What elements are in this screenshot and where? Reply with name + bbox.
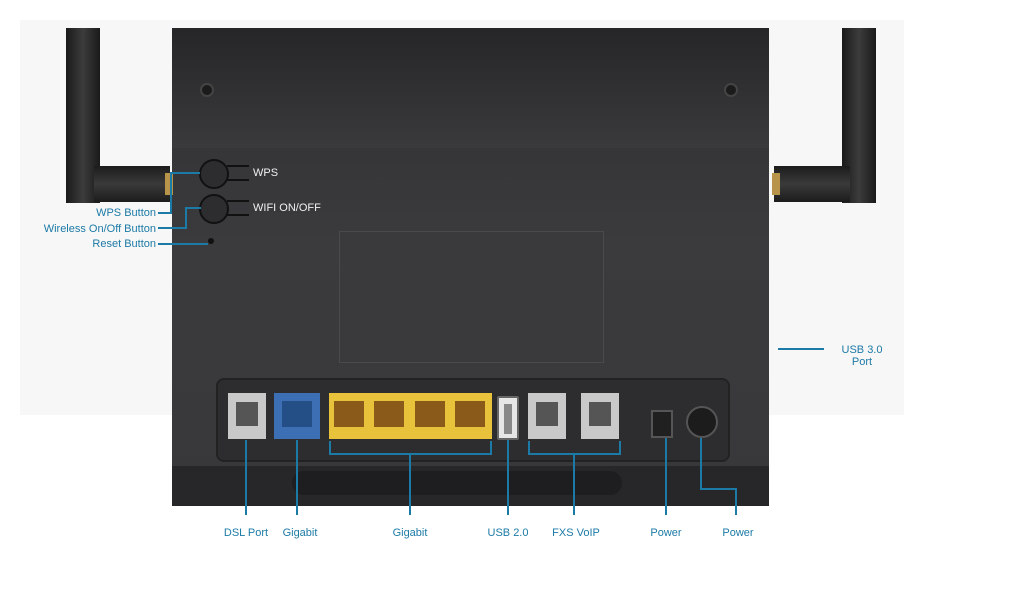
- wifi-button-line: [227, 214, 249, 216]
- lan-bracket-right: [490, 441, 492, 455]
- rubber-foot-left: [200, 83, 214, 97]
- wifi-callout-h2: [158, 227, 187, 229]
- wan-callout: [296, 440, 298, 515]
- left-antenna-gold-ring: [165, 173, 173, 195]
- reset-callout: [158, 243, 208, 245]
- right-antenna-connector: [774, 166, 850, 202]
- reset-button-callout-label: Reset Button: [92, 238, 156, 250]
- wps-callout-v: [170, 172, 172, 214]
- lan-gigabit-callout-label: Gigabit: [392, 527, 428, 539]
- usb2-callout-label: USB 2.0: [487, 527, 529, 539]
- dsl-port: [228, 393, 266, 439]
- fxs-port-2: [581, 393, 619, 439]
- dc-power-callout-label: Power: [650, 527, 682, 539]
- wps-button-callout-label: WPS Button: [96, 207, 156, 219]
- wifi-onoff-label: WIFI ON/OFF: [253, 202, 321, 214]
- wps-button[interactable]: [199, 159, 229, 189]
- right-antenna-gold-ring: [772, 173, 780, 195]
- wps-callout-h2: [158, 212, 172, 214]
- switch-callout-v2: [735, 488, 737, 515]
- fxs-jack-1: [536, 402, 558, 426]
- switch-callout-v1: [700, 438, 702, 490]
- wps-button-line: [227, 165, 249, 167]
- router-base-slot: [292, 471, 622, 495]
- router-body: [172, 28, 769, 506]
- fxs-callout: [573, 453, 575, 515]
- wps-callout-h1: [170, 172, 200, 174]
- wps-button-line: [227, 179, 249, 181]
- usb30-callout-label-line1: USB 3.0: [841, 344, 883, 356]
- wifi-callout-h1: [185, 207, 201, 209]
- wifi-onoff-button[interactable]: [199, 194, 229, 224]
- dsl-port-callout-label: DSL Port: [223, 527, 269, 539]
- fxs-bracket-right: [619, 441, 621, 455]
- usb30-callout-label-line2: Port: [851, 356, 873, 368]
- wifi-callout-v: [185, 207, 187, 229]
- wan-gigabit-callout-label: Gigabit: [282, 527, 318, 539]
- fxs-jack-2: [589, 402, 611, 426]
- lan-bracket-left: [329, 441, 331, 455]
- wps-label: WPS: [253, 167, 279, 179]
- lan-ports: [329, 393, 492, 439]
- switch-callout-h: [700, 488, 737, 490]
- wifi-button-line: [227, 200, 249, 202]
- power-switch-callout-label: Power: [722, 527, 754, 539]
- dsl-jack: [236, 402, 258, 426]
- lan-callout: [409, 453, 411, 515]
- label-area: [339, 231, 604, 363]
- router-top-sheen: [172, 28, 769, 148]
- fxs-voip-callout-label: FXS VoIP: [552, 527, 600, 539]
- wan-port: [274, 393, 320, 439]
- lan-jack-4: [455, 401, 485, 427]
- wan-jack: [282, 401, 312, 427]
- left-antenna-connector: [94, 166, 170, 202]
- dc-callout: [665, 438, 667, 515]
- fxs-port-1: [528, 393, 566, 439]
- fxs-bracket-left: [528, 441, 530, 455]
- reset-button[interactable]: [208, 238, 214, 244]
- power-switch[interactable]: [686, 406, 718, 438]
- wireless-onoff-callout-label: Wireless On/Off Button: [43, 223, 156, 235]
- usb2-callout: [507, 440, 509, 515]
- rubber-foot-right: [724, 83, 738, 97]
- lan-jack-3: [415, 401, 445, 427]
- dsl-callout: [245, 440, 247, 515]
- lan-jack-2: [374, 401, 404, 427]
- usb-slot: [504, 404, 512, 434]
- usb30-callout: [778, 348, 824, 350]
- lan-jack-1: [334, 401, 364, 427]
- dc-power-jack: [651, 410, 673, 438]
- usb2-port: [497, 396, 519, 440]
